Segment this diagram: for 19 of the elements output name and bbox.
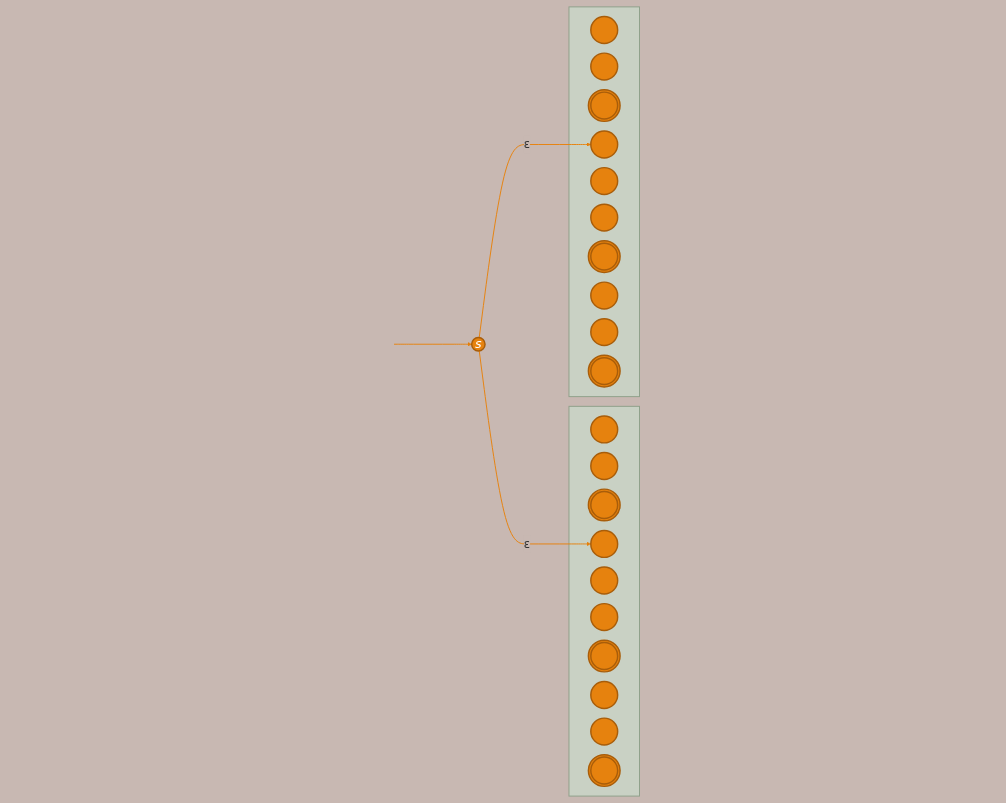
edge-label: ε bbox=[523, 537, 530, 551]
node-circle bbox=[589, 15, 619, 45]
node-circle bbox=[589, 529, 619, 559]
node-circle: s bbox=[470, 336, 486, 352]
edge-label: ε bbox=[523, 137, 530, 152]
node-circle bbox=[589, 415, 619, 444]
node-circle bbox=[589, 317, 619, 347]
cluster bbox=[568, 6, 640, 398]
cluster bbox=[568, 405, 640, 797]
node-circle bbox=[589, 717, 619, 746]
node-circle bbox=[589, 52, 619, 81]
node-circle bbox=[589, 166, 619, 196]
node-circle bbox=[589, 602, 619, 632]
node-circle bbox=[589, 130, 619, 159]
node-circle bbox=[589, 680, 619, 710]
node-circle bbox=[589, 451, 619, 481]
node-circle bbox=[589, 566, 619, 595]
node-circle bbox=[589, 203, 619, 232]
node-circle bbox=[589, 281, 619, 310]
